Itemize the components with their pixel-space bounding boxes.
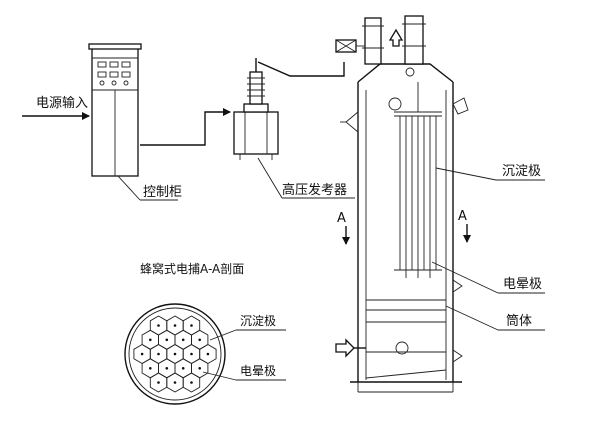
corona-wire-dot xyxy=(198,338,201,342)
section-collecting-label: 沉淀极 xyxy=(240,314,276,328)
section-mark-left-label: A xyxy=(337,211,346,226)
corona-wire-dot xyxy=(173,352,177,356)
corona-wire-dot xyxy=(149,338,152,342)
honeycomb-section xyxy=(124,303,226,405)
corona-wire-dot xyxy=(173,324,177,327)
corona-wire-dot xyxy=(165,338,169,342)
corona-wire-dot xyxy=(157,324,160,327)
power-input-label: 电源输入 xyxy=(36,95,88,111)
corona-wire-dot xyxy=(149,367,152,370)
corona-wire-dot xyxy=(206,352,210,356)
section-mark-right-label: A xyxy=(458,209,467,224)
corona-wire-dot xyxy=(190,381,193,384)
hv-generator-label: 高压发考器 xyxy=(282,182,347,198)
control-cabinet-label: 控制柜 xyxy=(143,185,182,200)
corona-wire-dot xyxy=(190,352,193,356)
section-corona-label: 电晕极 xyxy=(240,364,276,378)
hv-generator xyxy=(233,58,355,199)
corona-wire-dot xyxy=(157,352,160,356)
corona-wire-dot xyxy=(198,367,201,370)
corona-wire-dot xyxy=(165,367,169,370)
section-collecting-leader xyxy=(209,329,286,341)
shell-label: 筒体 xyxy=(506,313,532,329)
collecting-electrode-leader xyxy=(435,167,545,181)
corona-wire-dot xyxy=(181,367,185,370)
corona-electrode-label: 电晕极 xyxy=(503,277,542,292)
precipitator-tower xyxy=(335,15,469,393)
corona-wire-dot xyxy=(157,381,160,384)
corona-wire-dot xyxy=(181,338,185,342)
corona-wire-dot xyxy=(140,352,144,356)
section-title: 蜂窝式电捕A-A剖面 xyxy=(140,261,244,276)
collecting-electrode-label: 沉淀极 xyxy=(502,164,541,179)
cabinet-to-generator-line xyxy=(140,108,231,146)
honeycomb-cell xyxy=(182,372,201,393)
section-corona-leader xyxy=(202,371,286,381)
control-cabinet xyxy=(88,43,178,201)
generator-to-precipitator-line xyxy=(257,61,345,77)
shell-leader xyxy=(445,305,545,331)
corona-wire-dot xyxy=(190,324,193,327)
corona-wire-dot xyxy=(173,381,177,384)
corona-electrode-leader xyxy=(431,261,545,294)
